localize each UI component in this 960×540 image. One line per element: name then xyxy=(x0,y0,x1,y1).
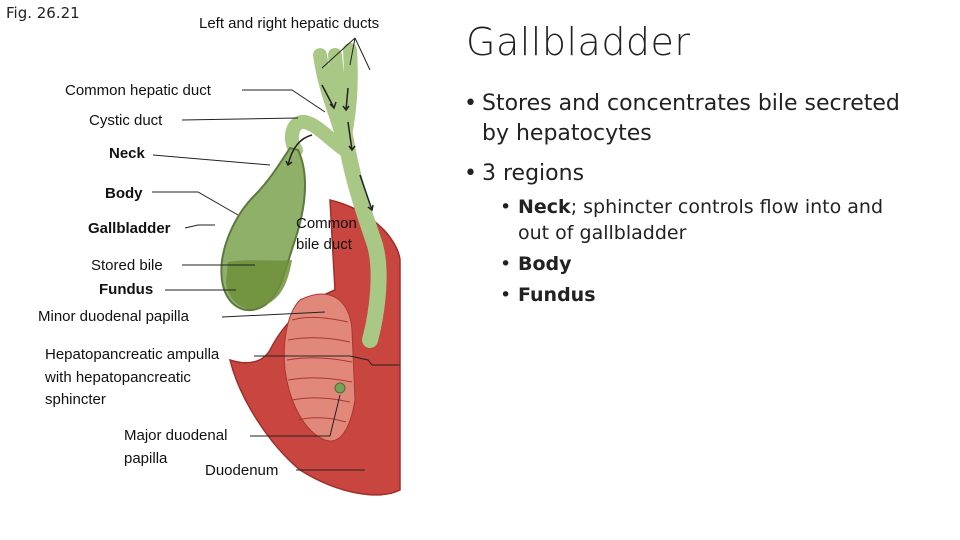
label-hepatic-ducts: Left and right hepatic ducts xyxy=(199,15,379,32)
hepatic-ducts xyxy=(320,50,351,135)
label-stored-bile: Stored bile xyxy=(91,257,163,274)
label-ampulla-line1: Hepatopancreatic ampulla xyxy=(45,346,219,363)
label-major-papilla-line1: Major duodenal xyxy=(124,427,227,444)
label-common-bile-duct-line1: Common xyxy=(296,215,357,232)
sub-bullet-fundus-bold: Fundus xyxy=(518,284,596,306)
label-body: Body xyxy=(105,185,143,202)
label-cystic-duct: Cystic duct xyxy=(89,112,162,129)
label-minor-duodenal-papilla: Minor duodenal papilla xyxy=(38,308,189,325)
sub-bullet-neck-rest-b: out of gallbladder xyxy=(518,222,686,244)
sub-bullet-body-bold: Body xyxy=(518,253,572,275)
major-papilla xyxy=(335,383,345,393)
bullet-1: •Stores and concentrates bile secreted b… xyxy=(464,89,900,149)
bullet-1-text-a: Stores and concentrates bile secreted xyxy=(482,91,900,116)
label-fundus: Fundus xyxy=(99,281,153,298)
label-ampulla-line2: with hepatopancreatic xyxy=(45,369,191,386)
label-gallbladder: Gallbladder xyxy=(88,220,171,237)
label-common-hepatic-duct: Common hepatic duct xyxy=(65,82,211,99)
label-duodenum: Duodenum xyxy=(205,462,278,479)
sub-bullet-neck-bold: Neck xyxy=(518,196,571,218)
slide-title: Gallbladder xyxy=(466,20,691,64)
bullet-1-text-b: by hepatocytes xyxy=(482,121,652,146)
sub-bullet-neck-rest-a: ; sphincter controls flow into and xyxy=(571,196,883,218)
sub-bullet-neck: •Neck; sphincter controls flow into and … xyxy=(500,194,883,246)
sub-bullet-body: •Body xyxy=(500,251,572,277)
stored-bile xyxy=(226,260,292,309)
sub-bullet-fundus: •Fundus xyxy=(500,282,596,308)
label-common-bile-duct-line2: bile duct xyxy=(296,236,352,253)
bullet-dot: • xyxy=(500,251,518,277)
label-ampulla-line3: sphincter xyxy=(45,391,106,408)
bullet-dot: • xyxy=(464,89,482,119)
bullet-dot: • xyxy=(464,159,482,189)
label-major-papilla-line2: papilla xyxy=(124,450,167,467)
bullet-2: •3 regions xyxy=(464,159,584,189)
bullet-dot: • xyxy=(500,282,518,308)
label-neck: Neck xyxy=(109,145,145,162)
bullet-dot: • xyxy=(500,194,518,220)
bullet-2-text: 3 regions xyxy=(482,161,584,186)
